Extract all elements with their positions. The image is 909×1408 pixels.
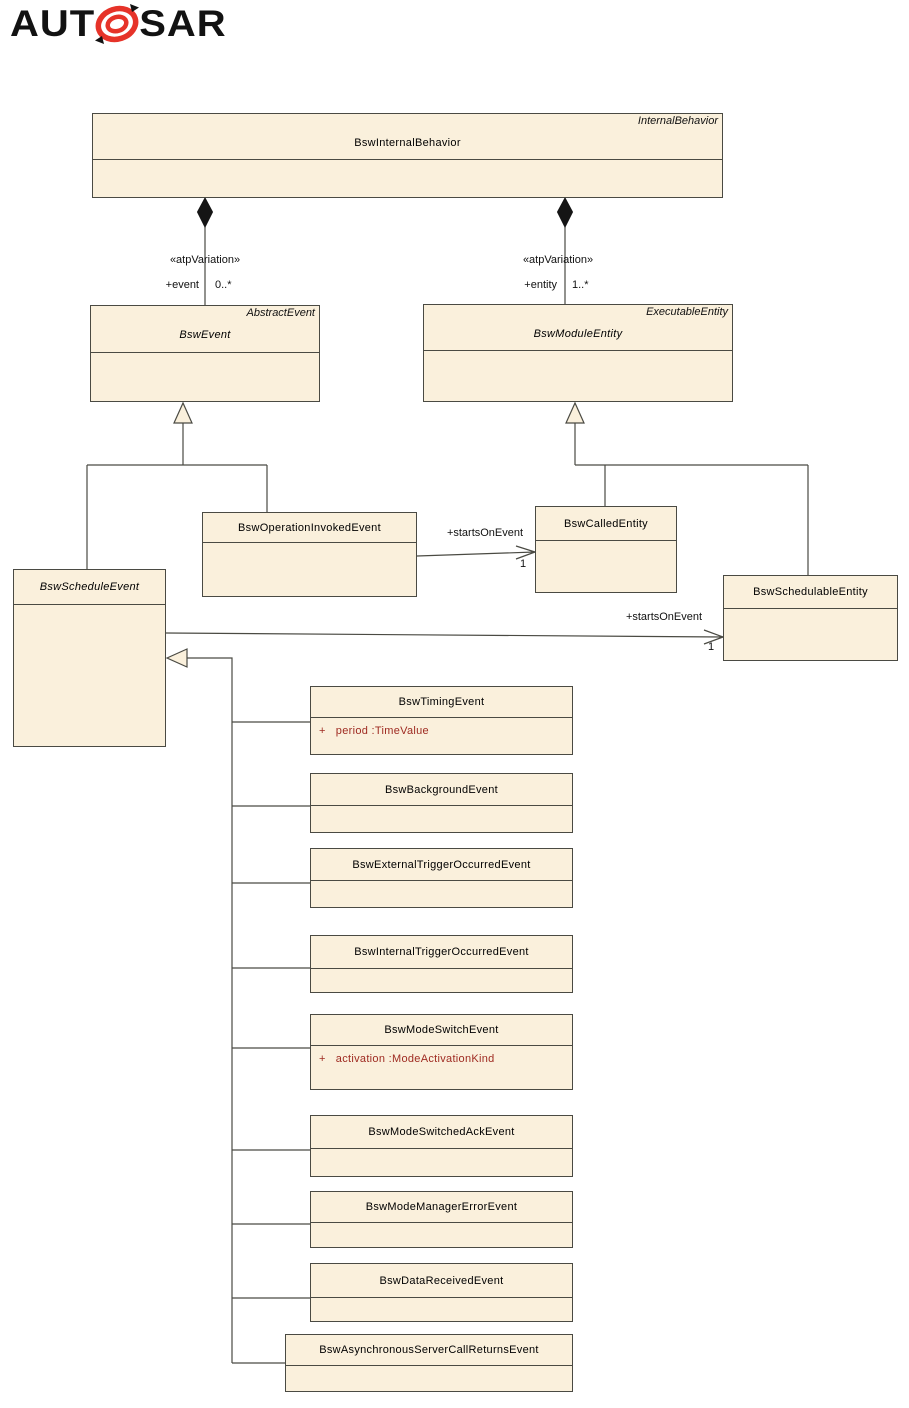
class-bswscheduleevent: BswScheduleEvent xyxy=(13,569,166,747)
attribute-activation: + activation :ModeActivationKind xyxy=(319,1053,495,1065)
class-bswoperationinvokedevent: BswOperationInvokedEvent xyxy=(202,512,417,597)
logo-swirl-o-icon xyxy=(95,4,140,44)
class-name: BswAsynchronousServerCallReturnsEvent xyxy=(319,1344,539,1356)
multiplicity-startsonevent-2: 1 xyxy=(708,641,715,653)
class-name: BswBackgroundEvent xyxy=(384,783,498,796)
attribute-period: + period :TimeValue xyxy=(319,725,429,737)
generalization-connector-bswevent xyxy=(86,401,268,569)
class-name: BswSchedulableEntity xyxy=(753,586,868,598)
autosar-logo: AUT SAR xyxy=(10,2,227,46)
role-event-label: +event xyxy=(165,279,199,291)
attributes-compartment: + activation :ModeActivationKind xyxy=(311,1046,572,1065)
stereotype-label: AbstractEvent xyxy=(246,307,315,319)
composition-connector-entity xyxy=(556,196,574,305)
class-bswasynchronousservercallreturnsevent: BswAsynchronousServerCallReturnsEvent xyxy=(285,1334,573,1392)
class-bswtimingevent: BswTimingEvent + period :TimeValue xyxy=(310,686,573,755)
generalization-triangle-icon xyxy=(565,401,585,424)
attributes-compartment: + period :TimeValue xyxy=(311,718,572,737)
class-name: BswOperationInvokedEvent xyxy=(238,521,381,534)
composition-connector-event xyxy=(196,196,214,305)
logo-text-left: AUT xyxy=(10,3,96,45)
class-name: BswScheduleEvent xyxy=(39,581,140,593)
class-name: BswModeManagerErrorEvent xyxy=(365,1201,518,1213)
logo-text-right: SAR xyxy=(139,3,227,45)
generalization-connector-bswmoduleentity xyxy=(565,401,809,575)
class-bswcalledentity: BswCalledEntity xyxy=(535,506,677,593)
class-name: BswExternalTriggerOccurredEvent xyxy=(352,858,531,871)
class-name: BswModuleEntity xyxy=(533,327,623,340)
composition-diamond-icon xyxy=(556,196,574,229)
stereotype-atpvariation-right: «atpVariation» xyxy=(522,254,594,266)
generalization-triangle-icon xyxy=(173,401,193,424)
multiplicity-entity: 1..* xyxy=(572,279,589,291)
class-bswexternaltriggeroccurredevent: BswExternalTriggerOccurredEvent xyxy=(310,848,573,908)
class-bswinternaltriggeroccurredevent: BswInternalTriggerOccurredEvent xyxy=(310,935,573,993)
class-name: BswModeSwitchEvent xyxy=(384,1024,499,1036)
stereotype-atpvariation-left: «atpVariation» xyxy=(169,254,241,266)
class-name: BswInternalTriggerOccurredEvent xyxy=(354,946,529,958)
class-bswdatareceivedevent: BswDataReceivedEvent xyxy=(310,1263,573,1322)
generalization-triangle-icon xyxy=(165,648,188,668)
class-name: BswModeSwitchedAckEvent xyxy=(368,1126,515,1138)
composition-diamond-icon xyxy=(196,196,214,229)
class-bswmodemanagererrorevent: BswModeManagerErrorEvent xyxy=(310,1191,573,1248)
association-starts-on-event-1 xyxy=(416,545,536,560)
multiplicity-event: 0..* xyxy=(215,279,232,291)
open-arrowhead-icon xyxy=(703,629,724,645)
role-startsonevent-1-label: +startsOnEvent xyxy=(446,527,524,539)
class-bswmodeswitchedackevent: BswModeSwitchedAckEvent xyxy=(310,1115,573,1177)
class-name: BswInternalBehavior xyxy=(354,136,461,149)
class-name: BswTimingEvent xyxy=(398,696,485,708)
stereotype-label: InternalBehavior xyxy=(637,115,718,127)
association-starts-on-event-2 xyxy=(165,629,724,645)
role-startsonevent-2-label: +startsOnEvent xyxy=(625,611,703,623)
stereotype-label: ExecutableEntity xyxy=(646,306,728,318)
class-bswbackgroundevent: BswBackgroundEvent xyxy=(310,773,573,833)
class-bswinternalbehavior: InternalBehavior BswInternalBehavior xyxy=(92,113,723,198)
class-name: BswDataReceivedEvent xyxy=(379,1274,504,1287)
generalization-connector-bswscheduleevent xyxy=(165,648,310,1364)
multiplicity-startsonevent-1: 1 xyxy=(520,558,527,570)
class-bswmodeswitchevent: BswModeSwitchEvent + activation :ModeAct… xyxy=(310,1014,573,1090)
class-name: BswEvent xyxy=(179,329,231,341)
class-bswevent: AbstractEvent BswEvent xyxy=(90,305,320,402)
class-bswschedulableentity: BswSchedulableEntity xyxy=(723,575,898,661)
role-entity-label: +entity xyxy=(524,279,557,291)
class-name: BswCalledEntity xyxy=(564,517,648,530)
class-bswmoduleentity: ExecutableEntity BswModuleEntity xyxy=(423,304,733,402)
open-arrowhead-icon xyxy=(515,545,536,560)
